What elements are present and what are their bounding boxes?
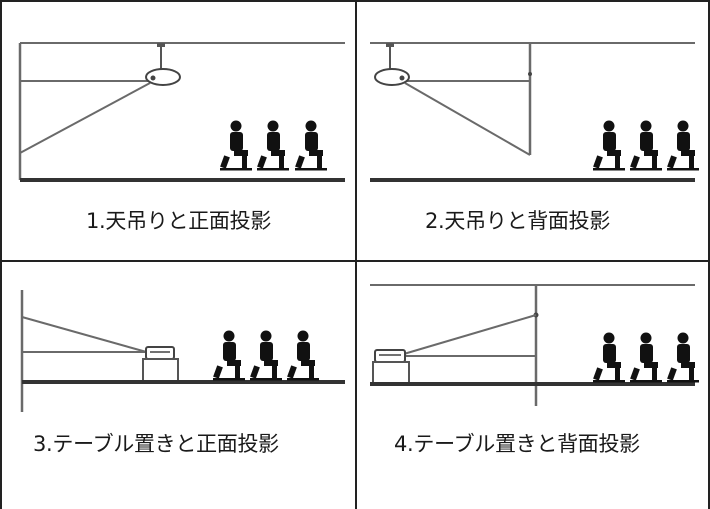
projector-icon [145,68,181,86]
audience-icon [593,332,699,383]
table-icon [372,361,410,385]
projector-icon [374,68,410,86]
table-border-left [0,0,2,509]
caption-table-rear: 4.テーブル置きと背面投影 [394,432,640,456]
projector-icon [374,349,406,363]
ceiling-front-illustration [18,42,345,182]
ceiling-rear-illustration [370,42,699,182]
table-border-center [355,0,357,509]
table-front-illustration [20,290,345,412]
ceiling-mount-icon [157,43,165,70]
projector-icon [145,346,175,360]
table-icon [142,358,179,383]
audience-icon [213,330,319,381]
table-border-right [708,0,710,509]
audience-icon [220,120,327,171]
table-rear-illustration [370,284,699,406]
audience-icon [593,120,699,171]
panel-table-front: 3.テーブル置きと正面投影 [0,260,355,509]
panel-ceiling-front: 1.天吊りと正面投影 [0,0,355,260]
caption-ceiling-front: 1.天吊りと正面投影 [86,209,272,233]
ceiling-mount-icon [386,43,394,70]
caption-table-front: 3.テーブル置きと正面投影 [33,432,279,456]
panel-table-rear: 4.テーブル置きと背面投影 [355,260,710,509]
caption-ceiling-rear: 2.天吊りと背面投影 [425,209,611,233]
panel-ceiling-rear: 2.天吊りと背面投影 [355,0,710,260]
